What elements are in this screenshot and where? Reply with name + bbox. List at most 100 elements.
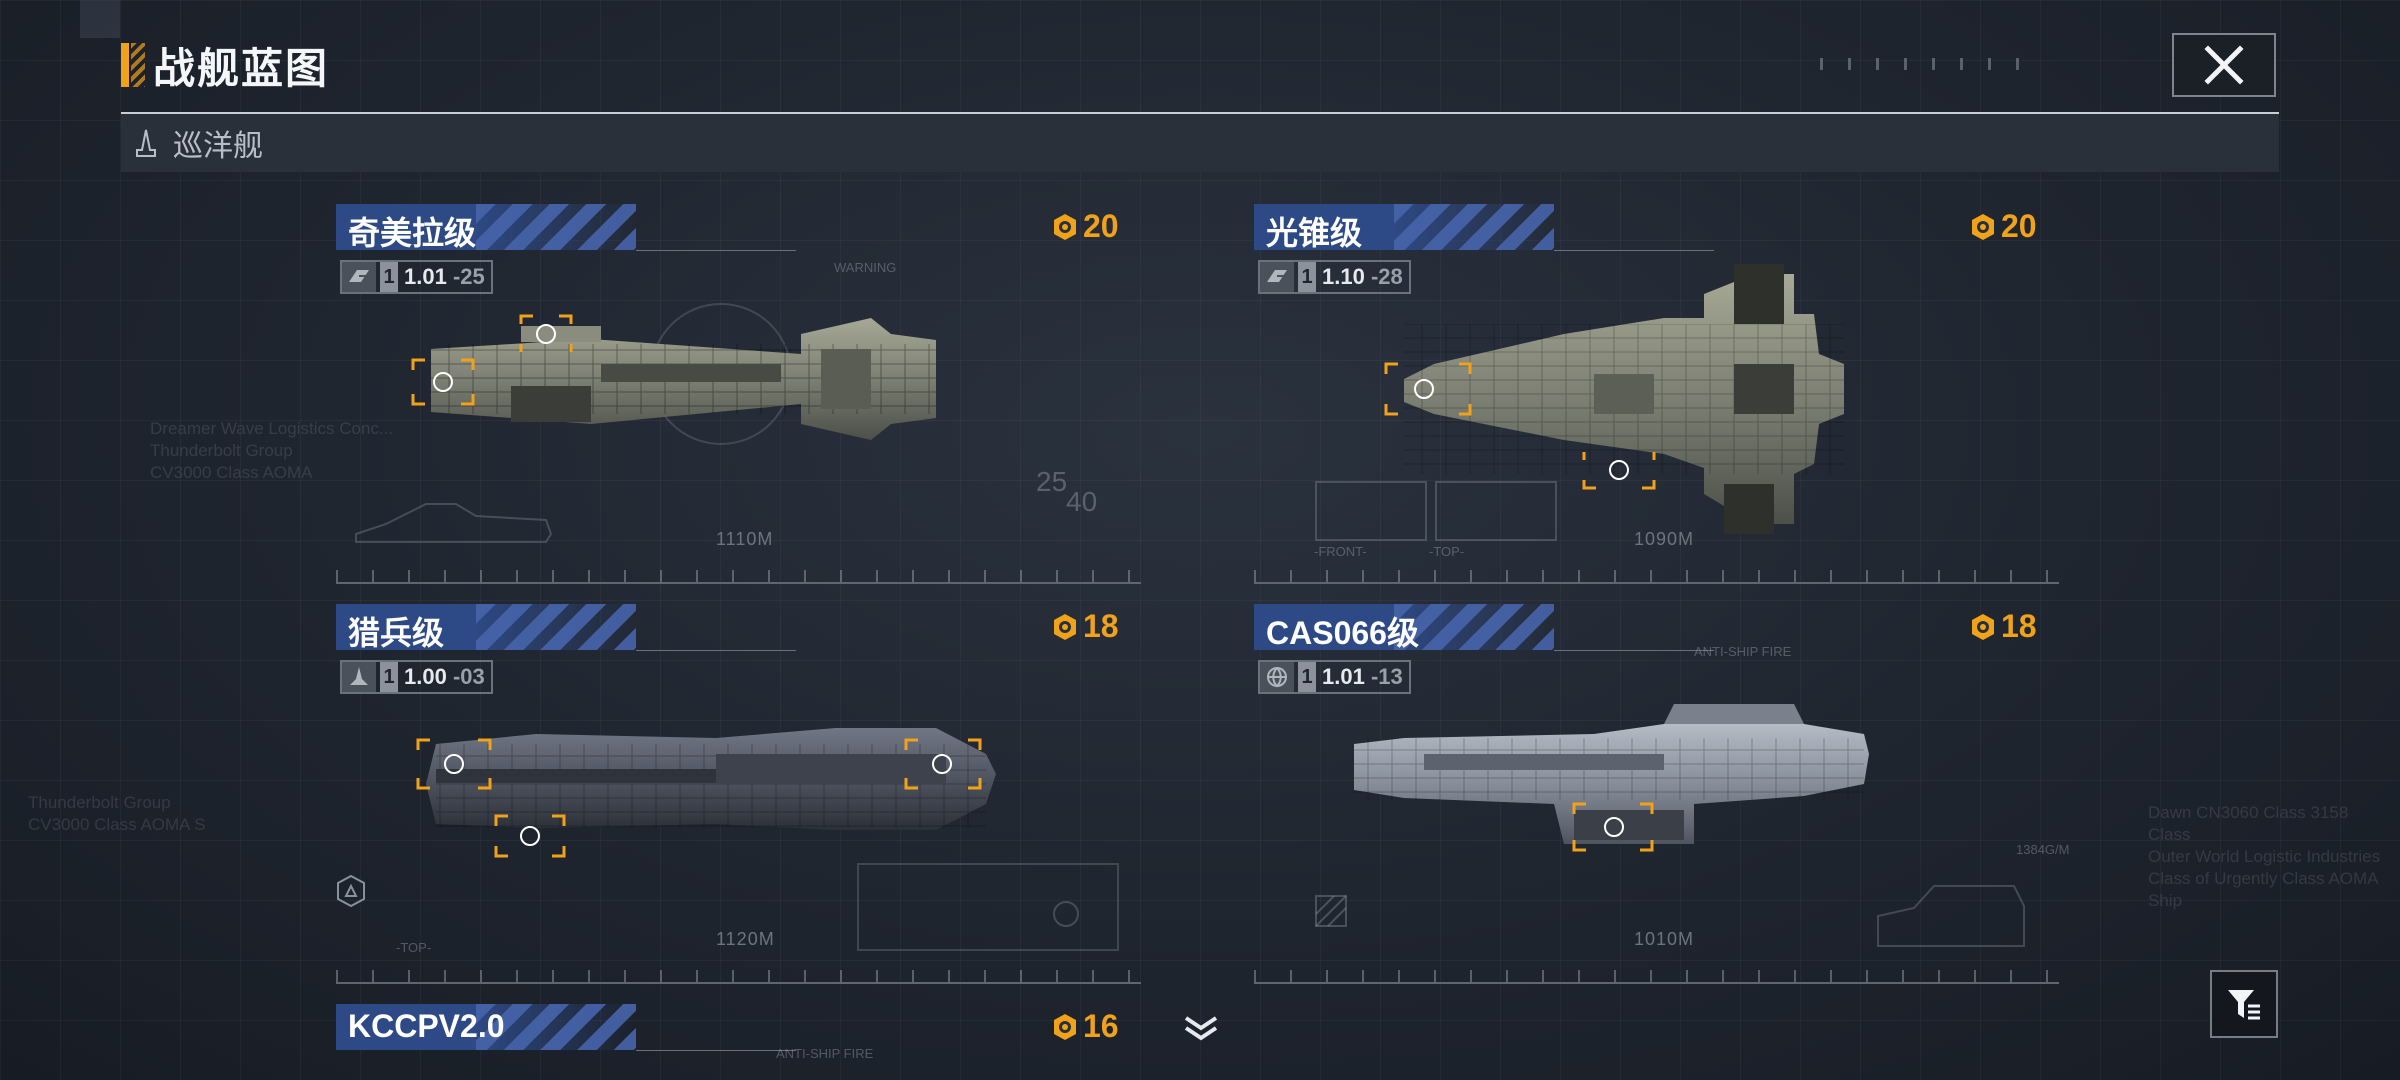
anti-ship-label: ANTI-SHIP FIRE xyxy=(776,1046,874,1061)
ship-card-hunter[interactable]: 猎兵级 18 1 1.00 -03 -TOP- 1120M xyxy=(336,604,1141,984)
filter-button[interactable] xyxy=(2210,970,2278,1038)
ship-card-cas066[interactable]: CAS066级 18 1 1.01 -13 ANTI-SHIP FIRE 138… xyxy=(1254,604,2069,984)
ship-schematic-views xyxy=(1315,481,1557,541)
ship-length: 1110M xyxy=(716,529,774,549)
ship-name-tab xyxy=(336,1004,636,1050)
leader-line xyxy=(1554,650,1714,651)
version-text: 1.01 -13 xyxy=(1322,664,1409,690)
ship-image-hunter xyxy=(416,728,996,858)
tier-value: 1 xyxy=(1298,662,1316,692)
cost-value: 18 xyxy=(2001,608,2037,644)
front-label: -FRONT- xyxy=(1314,544,1367,559)
blueprint-token-icon xyxy=(1054,1013,1076,1040)
title-accent-stripes xyxy=(131,43,145,87)
ship-side-profile xyxy=(355,503,553,543)
ship-side-profile xyxy=(1877,885,2025,947)
warning-text: WARNING xyxy=(834,260,897,275)
top-label: -TOP- xyxy=(396,940,432,955)
ship-cost: 20 xyxy=(1051,208,1119,245)
version-number: 1.01 xyxy=(1322,664,1365,689)
ship-name: 猎兵级 xyxy=(348,615,445,651)
leader-line xyxy=(1554,250,1714,251)
ship-name: KCCPV2.0 xyxy=(348,1008,505,1044)
close-icon xyxy=(2204,45,2244,85)
version-number: 1.00 xyxy=(404,664,447,689)
ship-name-tab xyxy=(1254,604,1554,650)
cost-value: 20 xyxy=(1083,208,1119,244)
header-ticks xyxy=(1820,58,2040,70)
version-suffix: -25 xyxy=(452,264,485,289)
version-text: 1.01 -25 xyxy=(404,264,491,290)
deco-num-40: 40 xyxy=(1066,486,1098,517)
ship-cost: 16 xyxy=(1051,1008,1119,1045)
fighter-faction-icon xyxy=(342,662,376,692)
blueprint-token-icon xyxy=(1054,613,1076,640)
version-suffix: -28 xyxy=(1370,264,1403,289)
card-ruler xyxy=(1254,570,2059,582)
version-text: 1.10 -28 xyxy=(1322,264,1409,290)
faction-icon xyxy=(342,262,376,292)
ship-cost: 20 xyxy=(1969,208,2037,245)
card-baseline xyxy=(336,982,1141,984)
version-number: 1.10 xyxy=(1322,264,1365,289)
ship-cost: 18 xyxy=(1051,608,1119,645)
category-bar[interactable]: 巡洋舰 xyxy=(121,112,2279,172)
ship-name-tab xyxy=(336,204,636,250)
version-text: 1.00 -03 xyxy=(404,664,491,690)
blueprint-token-icon xyxy=(1972,613,1994,640)
anti-ship-label: ANTI-SHIP FIRE xyxy=(1694,644,1792,659)
deco-num-25: 25 xyxy=(1036,466,1068,497)
page-title: 战舰蓝图 xyxy=(153,44,330,92)
cost-value: 18 xyxy=(1083,608,1119,644)
cruiser-icon xyxy=(136,129,156,157)
ship-card-chimera[interactable]: 奇美拉级 20 1 1.01 -25 WARNING 25 40 1110M xyxy=(336,204,1141,584)
category-label: 巡洋舰 xyxy=(173,130,263,163)
ship-cost: 18 xyxy=(1969,608,2037,645)
top-label: -TOP- xyxy=(1429,544,1465,559)
cost-value: 16 xyxy=(1083,1008,1119,1044)
ship-name-tab xyxy=(1254,204,1554,250)
card-baseline xyxy=(336,582,1141,584)
card-ruler xyxy=(336,970,1141,982)
leader-line xyxy=(636,650,796,651)
globe-faction-icon xyxy=(1260,662,1294,692)
ship-version-badge: 1 1.00 -03 xyxy=(340,660,493,694)
ship-image-chimera xyxy=(411,303,936,445)
close-button[interactable] xyxy=(2172,33,2276,97)
tier-value: 1 xyxy=(380,662,398,692)
ship-name: 奇美拉级 xyxy=(348,215,477,251)
card-ruler xyxy=(1254,970,2059,982)
scroll-down-chevron-icon[interactable] xyxy=(1182,1014,1220,1044)
bg-text-mid: Dreamer Wave Logistics Conc...Thunderbol… xyxy=(150,419,394,482)
ship-name: 光锥级 xyxy=(1266,215,1363,251)
card-ruler xyxy=(336,570,1141,582)
card-baseline xyxy=(1254,982,2059,984)
ship-version-badge: 1 1.10 -28 xyxy=(1258,260,1411,294)
blueprint-token-icon xyxy=(1972,213,1994,240)
hex-marker-icon xyxy=(337,874,365,908)
ship-length: 1120M xyxy=(716,929,775,949)
ship-image-lightcone xyxy=(1384,264,1844,534)
title-accent xyxy=(121,43,129,87)
ship-card-lightcone[interactable]: 光锥级 20 1 1.10 -28 -FRONT- -TOP- 1090M xyxy=(1254,204,2059,584)
ship-component-schematic xyxy=(857,863,1119,951)
leader-line xyxy=(636,1050,796,1051)
leader-line xyxy=(636,250,796,251)
length-annotation: 1384G/M xyxy=(2016,842,2070,857)
ship-length: 1090M xyxy=(1634,529,1695,549)
blueprint-token-icon xyxy=(1054,213,1076,240)
tier-value: 1 xyxy=(1298,262,1316,292)
ship-name-tab xyxy=(336,604,636,650)
version-suffix: -03 xyxy=(452,664,485,689)
version-suffix: -13 xyxy=(1370,664,1403,689)
ship-version-badge: 1 1.01 -13 xyxy=(1258,660,1411,694)
card-baseline xyxy=(1254,582,2059,584)
filter-icon xyxy=(2228,990,2260,1020)
ship-card-kccpv2[interactable]: KCCPV2.0 16 ANTI-SHIP FIRE xyxy=(336,1004,1141,1080)
ship-length: 1010M xyxy=(1634,929,1695,949)
faction-icon xyxy=(1260,262,1294,292)
ship-image-cas066 xyxy=(1354,704,1869,852)
ship-name: CAS066级 xyxy=(1266,615,1419,651)
